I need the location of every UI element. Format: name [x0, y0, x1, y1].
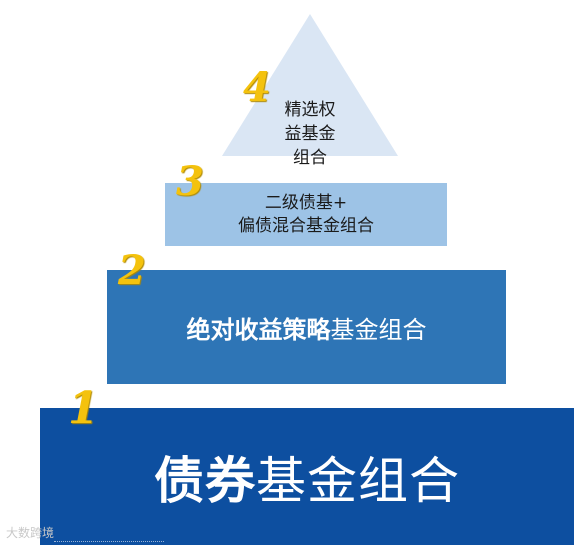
tier-4-line-1: 精选权: [284, 100, 336, 120]
tier-4-label: 精选权 益基金 组合: [270, 98, 350, 170]
tier-1-label: 债券基金组合: [154, 441, 460, 513]
watermark-logo: 大数跨境: [6, 526, 55, 540]
tier-1-number: 1: [68, 383, 99, 434]
tier-2-label-bold: 绝对收益策略: [186, 315, 331, 344]
tier-2-number: 2: [118, 247, 146, 294]
tier-1-label-regular: 基金组合: [256, 451, 460, 510]
tier-3-number: 3: [176, 158, 204, 205]
tier-4-number: 4: [243, 64, 271, 111]
footnote-line: [54, 541, 164, 545]
tier-1-box: 债券基金组合: [40, 408, 574, 545]
tier-2-label-regular: 基金组合: [330, 315, 427, 344]
tier-4-line-2: 益基金: [284, 124, 336, 144]
tier-2-box: 绝对收益策略基金组合: [107, 270, 506, 384]
tier-4-triangle: 精选权 益基金 组合: [222, 14, 398, 168]
tier-2-label: 绝对收益策略基金组合: [187, 310, 427, 345]
tier-3-line-1: 二级债基+: [264, 192, 348, 213]
tier-3-box: 二级债基+ 偏债混合基金组合: [165, 183, 447, 246]
triangle-shape: [222, 14, 398, 156]
tier-4-line-3: 组合: [293, 148, 327, 168]
tier-3-line-2: 偏债混合基金组合: [238, 215, 374, 236]
tier-3-label: 二级债基+ 偏债混合基金组合: [238, 192, 374, 238]
tier-1-label-bold: 债券: [154, 451, 256, 510]
